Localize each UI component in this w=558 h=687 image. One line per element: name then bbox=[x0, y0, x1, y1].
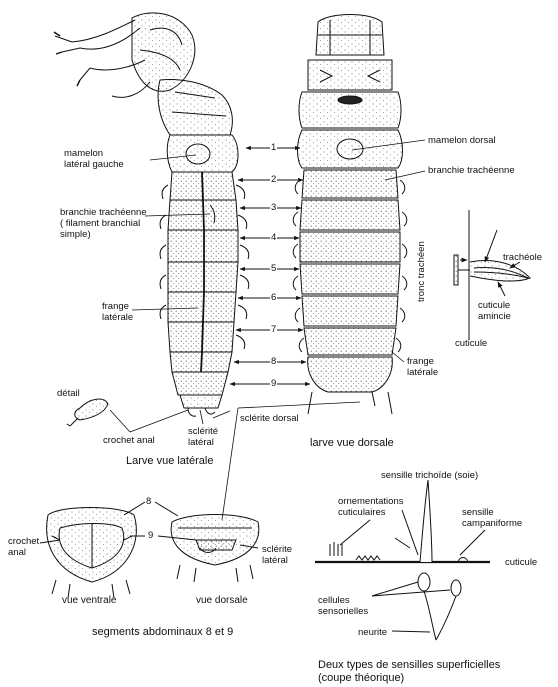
label-cuticule-detail: cuticule bbox=[455, 338, 488, 349]
label-sensille-campani-line1: sensille bbox=[462, 507, 494, 518]
label-cuticule-amincie-line1: cuticule bbox=[478, 300, 511, 311]
label-seg-sclerite-line1: sclérite bbox=[262, 544, 293, 555]
label-sensille-trichoide: sensille trichoïde (soie) bbox=[381, 470, 479, 481]
label-branchie-dorsale: branchie trachéenne bbox=[428, 165, 515, 176]
label-frange-lat-line1: frange bbox=[102, 301, 129, 312]
leader-lines bbox=[109, 139, 426, 521]
label-branchie-laterale: branchie trachéenne ( filament branchial… bbox=[60, 207, 147, 240]
caption-sensilles-line2: (coupe théorique) bbox=[318, 672, 405, 684]
label-frange-laterale: frange latérale bbox=[102, 301, 133, 323]
label-seg-crochet-anal: crochet anal bbox=[8, 536, 39, 558]
segment-number-5: 5 bbox=[270, 263, 278, 274]
label-sclerite-lateral-line1: sclérité bbox=[188, 426, 219, 437]
segment-number-9: 9 bbox=[270, 378, 278, 389]
label-frange-dors-line2: latérale bbox=[407, 367, 439, 378]
label-ornementations-line1: ornementations bbox=[338, 496, 404, 507]
label-cuticule-amincie-line2: amincie bbox=[478, 311, 511, 322]
label-cuticule-sensille: cuticule bbox=[505, 557, 538, 568]
label-seg-crochet-line1: crochet bbox=[8, 536, 40, 547]
label-sensille-campani-line2: campaniforme bbox=[462, 518, 523, 529]
segment-number-2: 2 bbox=[270, 174, 278, 185]
label-frange-dorsale: frange latérale bbox=[407, 356, 438, 378]
label-branchie-lat-line2: ( filament branchial bbox=[60, 218, 141, 229]
detail-hook bbox=[66, 398, 109, 427]
caption-sensilles-line1: Deux types de sensilles superficielles bbox=[318, 659, 501, 671]
label-neurite: neurite bbox=[358, 627, 388, 638]
label-sensille-campaniforme: sensille campaniforme bbox=[462, 507, 522, 529]
label-seg-sclerite-lateral: sclérite latéral bbox=[262, 544, 292, 566]
label-frange-dors-line1: frange bbox=[407, 356, 434, 367]
caption-larve-dorsale: larve vue dorsale bbox=[310, 437, 394, 449]
label-frange-lat-line2: latérale bbox=[102, 312, 134, 323]
label-tronc-tracheen: tronc trachéen bbox=[416, 241, 427, 302]
label-sclerite-lateral: sclérité latéral bbox=[188, 426, 218, 448]
label-mamelon-lateral-line2: latéral gauche bbox=[64, 159, 124, 170]
label-tracheole: trachéole bbox=[503, 252, 543, 263]
label-crochet-anal: crochet anal bbox=[103, 435, 155, 446]
label-ornementations: ornementations cuticulaires bbox=[338, 496, 403, 518]
lateral-larva bbox=[53, 12, 250, 417]
label-ornementations-line2: cuticulaires bbox=[338, 507, 386, 518]
label-seg-9: 9 bbox=[148, 530, 154, 541]
label-cellules-line2: sensorielles bbox=[318, 606, 369, 617]
label-sclerite-lateral-line2: latéral bbox=[188, 437, 214, 448]
segment-number-3: 3 bbox=[270, 202, 278, 213]
dorsal-larva bbox=[292, 14, 408, 415]
segment-number-7: 7 bbox=[270, 324, 278, 335]
label-branchie-lat-line1: branchie trachéenne bbox=[60, 207, 147, 218]
label-seg-8: 8 bbox=[146, 496, 152, 507]
label-sclerite-dorsal: sclérite dorsal bbox=[240, 413, 299, 424]
label-branchie-lat-line3: simple) bbox=[60, 229, 91, 240]
tracheal-detail bbox=[453, 210, 531, 340]
label-mamelon-lateral-line1: mamelon bbox=[64, 148, 104, 159]
caption-larve-laterale: Larve vue latérale bbox=[126, 455, 214, 467]
label-mamelon-dorsal: mamelon dorsal bbox=[428, 135, 496, 146]
label-detail: détail bbox=[57, 388, 80, 399]
sensilles-diagram bbox=[315, 479, 490, 641]
segments-8-9 bbox=[39, 501, 260, 599]
segment-number-6: 6 bbox=[270, 292, 278, 303]
segment-number-8: 8 bbox=[270, 356, 278, 367]
label-mamelon-lateral: mamelon latéral gauche bbox=[64, 148, 124, 170]
segment-number-1: 1 bbox=[270, 142, 278, 153]
caption-vue-dorsale: vue dorsale bbox=[196, 595, 248, 606]
label-seg-crochet-line2: anal bbox=[8, 547, 26, 558]
caption-vue-ventrale: vue ventrale bbox=[62, 595, 117, 606]
label-cuticule-amincie: cuticule amincie bbox=[478, 300, 511, 322]
caption-sensilles: Deux types de sensilles superficielles (… bbox=[318, 659, 500, 685]
label-seg-sclerite-line2: latéral bbox=[262, 555, 288, 566]
caption-segments-abdominaux: segments abdominaux 8 et 9 bbox=[92, 626, 234, 638]
label-cellules-line1: cellules bbox=[318, 595, 350, 606]
segment-number-4: 4 bbox=[270, 232, 278, 243]
label-cellules-sensorielles: cellules sensorielles bbox=[318, 595, 368, 617]
